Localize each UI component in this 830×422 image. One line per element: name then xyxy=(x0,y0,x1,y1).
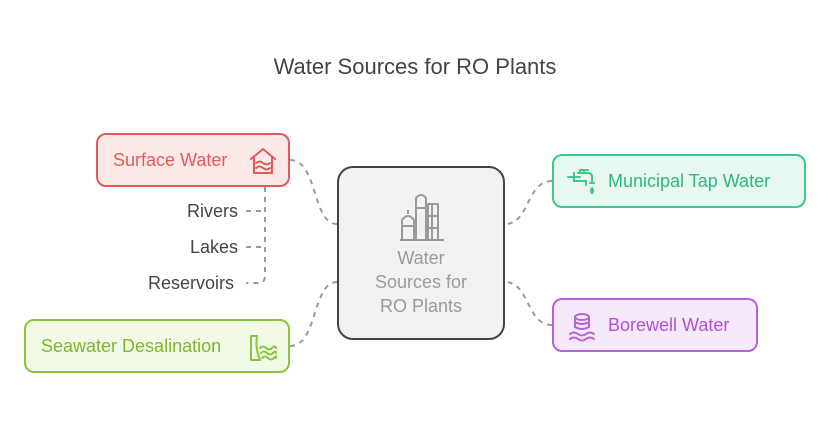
dam-waves-icon xyxy=(250,335,278,361)
subitem-reservoirs: Reservoirs xyxy=(147,273,234,293)
industrial-plant-icon xyxy=(400,194,444,241)
municipal-tap-water-node: Municipal Tap Water xyxy=(552,154,806,208)
subitem-lakes: Lakes xyxy=(189,237,238,257)
stacked-discs-water-icon xyxy=(569,313,595,342)
connector-surface xyxy=(289,159,338,225)
seawater-desalination-label: Seawater Desalination xyxy=(41,335,222,356)
connector-seawater xyxy=(289,281,338,347)
connector-municipal xyxy=(504,180,553,225)
center-node: Water Sources for RO Plants xyxy=(337,166,505,340)
diagram-title: Water Sources for RO Plants xyxy=(273,54,557,79)
surface-water-label: Surface Water xyxy=(113,149,228,170)
connector-borewell xyxy=(504,281,553,326)
borewell-water-node: Borewell Water xyxy=(552,298,758,352)
borewell-water-label: Borewell Water xyxy=(608,314,730,335)
faucet-icon xyxy=(567,169,595,194)
connector-subitems xyxy=(246,187,266,284)
municipal-tap-water-label: Municipal Tap Water xyxy=(608,170,771,191)
center-label: Water Sources for RO Plants xyxy=(374,248,468,316)
seawater-desalination-node: Seawater Desalination xyxy=(24,319,290,373)
surface-water-node: Surface Water xyxy=(96,133,290,187)
water-house-icon xyxy=(250,148,276,174)
subitem-rivers: Rivers xyxy=(186,201,238,221)
